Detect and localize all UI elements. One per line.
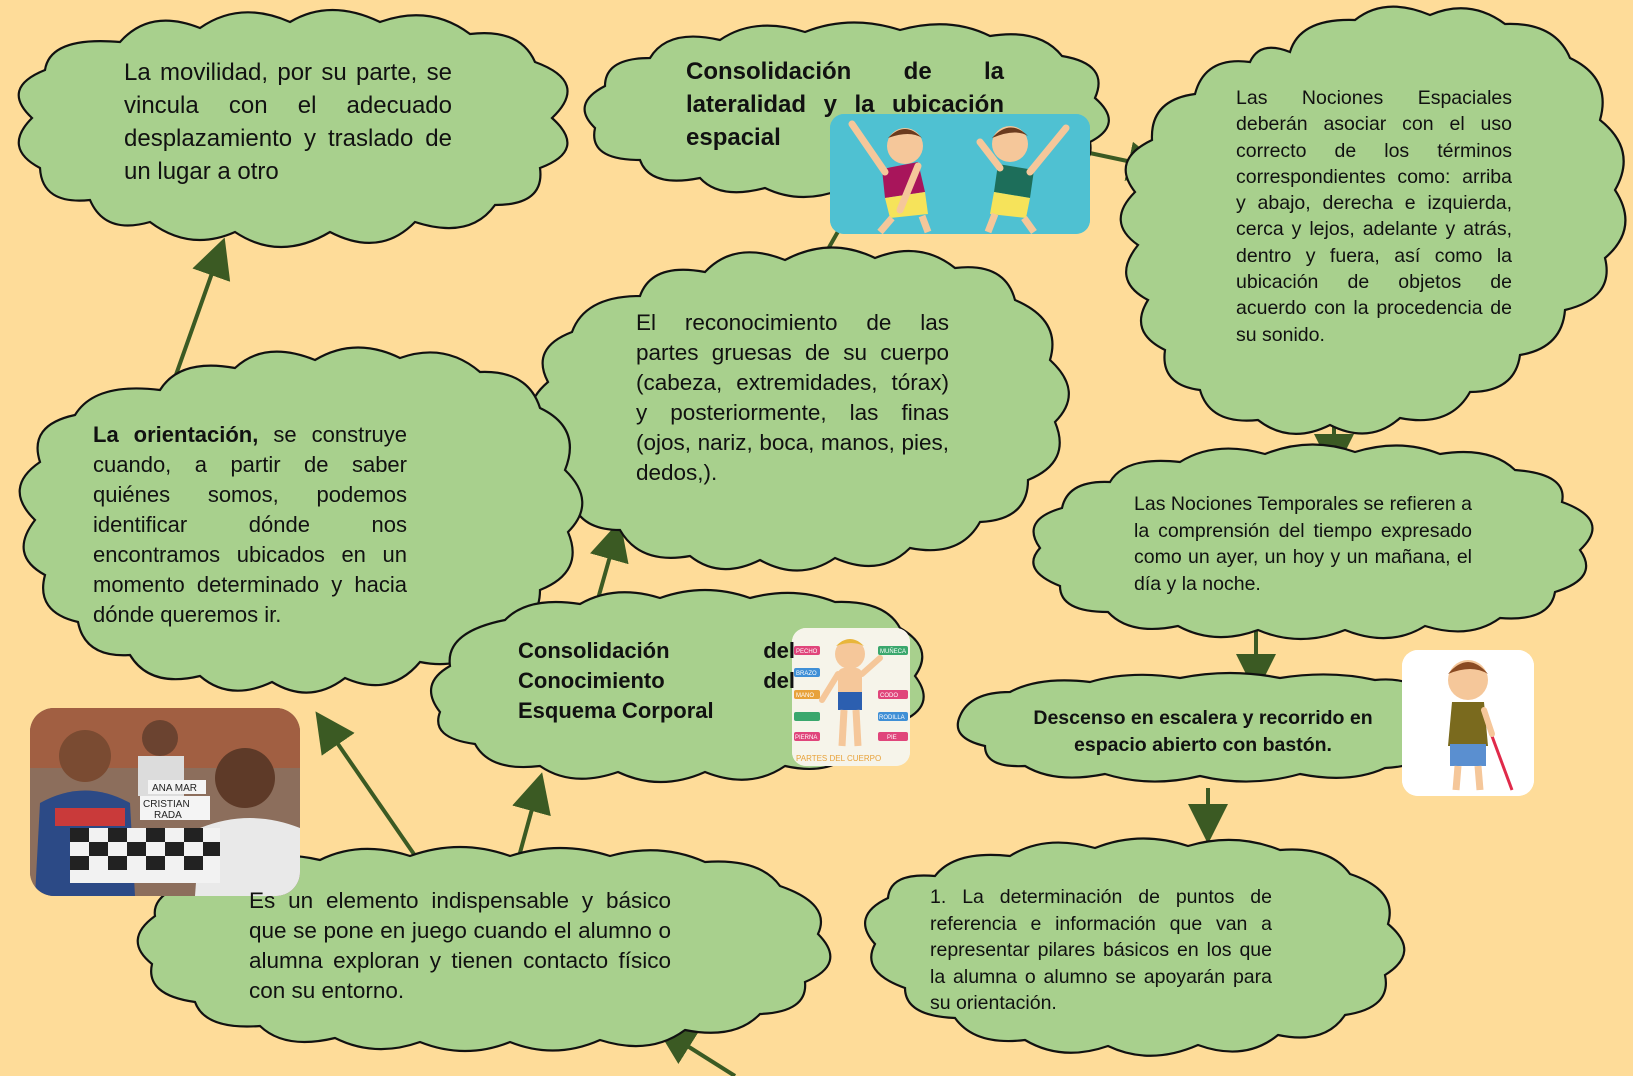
arrow-elemento-to-orientacion	[315, 711, 420, 862]
kid-left-figure	[848, 120, 932, 234]
label-brazo: BRAZO	[796, 671, 817, 677]
cloud-esquema-corporal-text: Consolidación del Conocimiento del Esque…	[518, 638, 795, 723]
label-rodilla: RODILLA	[879, 715, 905, 721]
label-muneca: MUÑECA	[880, 648, 906, 655]
kid-right-figure	[976, 124, 1070, 234]
chess-photo-person-right	[195, 748, 300, 896]
cloud-determinacion	[864, 837, 1406, 1057]
label-pie: PIE	[887, 735, 897, 741]
orientacion-rest: se construye cuando, a partir de saber q…	[93, 422, 407, 627]
cloud-orientacion-text: La orientación, se construye cuando, a p…	[93, 420, 407, 630]
name-sign-2-text: CRISTIAN	[143, 799, 190, 810]
cloud-nociones-temporales-text: Las Nociones Temporales se refieren a la…	[1134, 493, 1472, 595]
cloud-reconocimiento-text: El reconocimiento de las partes gruesas …	[636, 310, 949, 485]
body-parts-chart: PECHO MUÑECA BRAZO MANO CODO RODILLA PIE…	[792, 628, 910, 766]
body-chart-caption: PARTES DEL CUERPO	[796, 754, 881, 763]
students-chess-photo: ANA MAR CRISTIAN RADA	[30, 708, 300, 896]
boy-figure	[819, 639, 883, 747]
cloud-elemento	[136, 845, 832, 1053]
label-pierna: PIERNA	[795, 735, 817, 741]
cloud-nociones-temporales	[1032, 443, 1594, 641]
cloud-lateralidad-text: Consolidación de la lateralidad y la ubi…	[686, 58, 1004, 151]
cloud-orientacion	[18, 346, 584, 694]
arrow-orientacion-to-movilidad	[170, 237, 231, 387]
cloud-descenso	[956, 671, 1446, 783]
arrow-elemento-to-esquema	[512, 772, 551, 861]
label-codo: CODO	[880, 693, 898, 699]
chessboard	[70, 828, 220, 883]
cloud-nociones-espaciales	[1119, 5, 1627, 435]
name-sign-1	[148, 780, 206, 794]
name-sign-3-text: RADA	[154, 810, 182, 821]
name-sign-2	[140, 796, 210, 820]
cloud-descenso-text: Descenso en escalera y recorrido en espa…	[1033, 707, 1373, 756]
cloud-movilidad	[17, 8, 569, 248]
label-mano: MANO	[796, 693, 814, 699]
cloud-nociones-espaciales-text: Las Nociones Espaciales deberán asociar …	[1236, 87, 1512, 346]
orientacion-bold-term: La orientación,	[93, 422, 259, 447]
boy-with-cane-illustration	[1402, 650, 1534, 796]
name-sign-1-text: ANA MAR	[152, 783, 197, 794]
kids-stretching-illustration	[830, 114, 1090, 234]
label-pecho: PECHO	[796, 649, 818, 655]
cloud-determinacion-text: 1. La determinación de puntos de referen…	[930, 886, 1272, 1014]
cloud-movilidad-text: La movilidad, por su parte, se vincula c…	[124, 59, 452, 185]
cloud-elemento-text: Es un elemento indispensable y básico qu…	[249, 888, 671, 1003]
